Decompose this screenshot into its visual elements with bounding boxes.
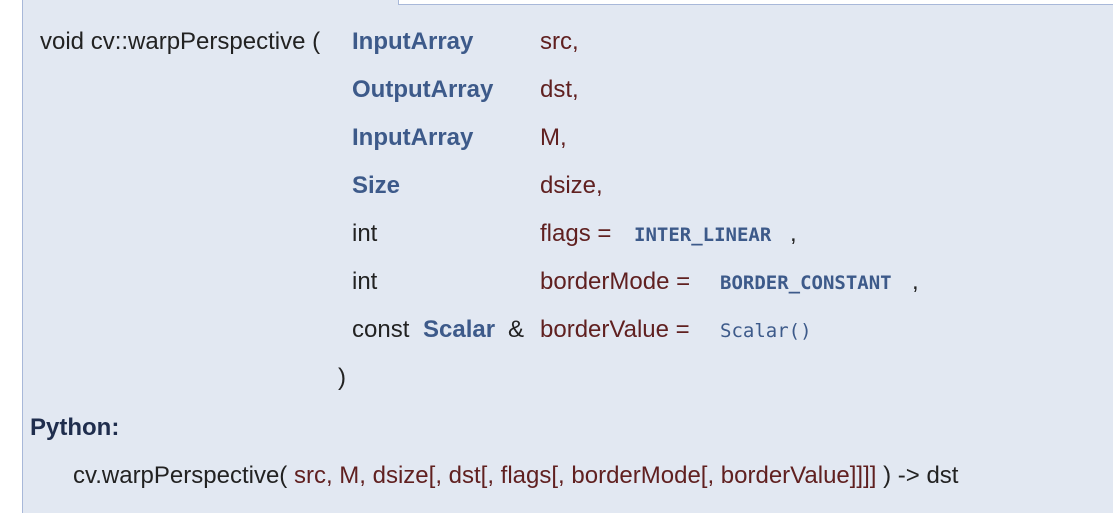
param-default-flags[interactable]: INTER_LINEAR — [634, 224, 772, 246]
param-type-bordermode: int — [352, 268, 378, 295]
tab-edge — [398, 0, 1113, 5]
function-doc-block — [22, 0, 1113, 513]
param-name-bordermode: borderMode = — [540, 268, 691, 295]
param-name-bordervalue: borderValue = — [540, 316, 690, 343]
python-func-name: cv.warpPerspective( — [73, 462, 288, 489]
param-type-flags: int — [352, 220, 378, 247]
signature-prefix: void cv::warpPerspective ( — [40, 28, 321, 55]
param-name-src: src, — [540, 28, 579, 55]
python-label: Python: — [30, 414, 120, 441]
python-return: ) -> dst — [883, 462, 959, 489]
param-type-dsize[interactable]: Size — [352, 172, 401, 199]
param-type-suffix-bordervalue: & — [508, 316, 525, 343]
python-args: src, M, dsize[, dst[, flags[, borderMode… — [293, 462, 877, 489]
param-type-m[interactable]: InputArray — [352, 124, 474, 151]
param-default-bordermode[interactable]: BORDER_CONSTANT — [720, 272, 892, 294]
param-name-dsize: dsize, — [540, 172, 603, 199]
param-name-flags: flags = — [540, 220, 612, 247]
param-default-bordervalue[interactable]: Scalar() — [720, 320, 812, 342]
python-signature: cv.warpPerspective( src, M, dsize[, dst[… — [73, 464, 958, 488]
param-type-prefix-bordervalue: const — [352, 316, 410, 343]
signature-close-paren: ) — [338, 364, 346, 391]
param-type-bordervalue[interactable]: Scalar — [423, 316, 496, 343]
param-suffix-flags: , — [790, 220, 797, 247]
param-suffix-bordermode: , — [912, 268, 919, 295]
param-type-dst[interactable]: OutputArray — [352, 76, 494, 103]
param-type-src[interactable]: InputArray — [352, 28, 474, 55]
param-name-dst: dst, — [540, 76, 579, 103]
param-name-m: M, — [540, 124, 567, 151]
